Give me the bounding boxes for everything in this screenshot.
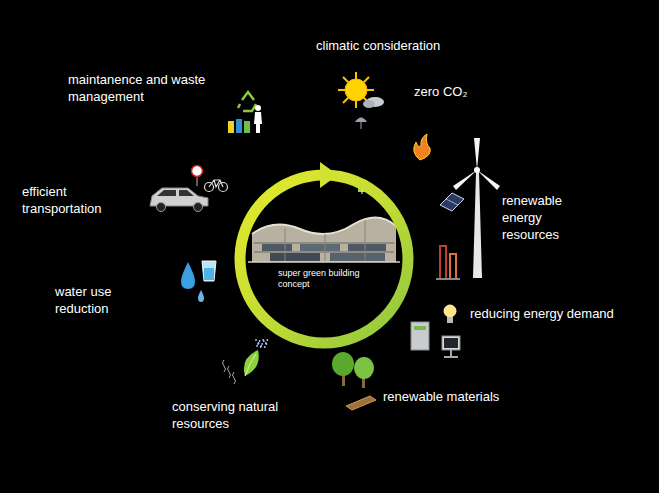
- water-icon: [181, 261, 216, 302]
- sparkle-dot: [260, 346, 262, 348]
- ring-arrowhead: [320, 162, 338, 188]
- sparkle-dots: [255, 339, 268, 348]
- speed-sign: [192, 166, 203, 187]
- fire-icon: [414, 134, 431, 160]
- heading-label: climatic consideration: [316, 37, 486, 54]
- sparkle-dot: [266, 343, 268, 345]
- building-illustration: [248, 217, 400, 262]
- feature-label: renewable energy resources: [502, 192, 582, 243]
- feature-label: renewable materials: [383, 388, 543, 405]
- solar-panel: [440, 193, 464, 211]
- sparkle-dot: [265, 342, 267, 344]
- sparkle-dot: [267, 339, 269, 341]
- car-icon: [150, 188, 208, 212]
- sparkle-dot: [257, 343, 259, 345]
- wind-turbine: [453, 138, 500, 278]
- bicycle-icon: [205, 180, 228, 192]
- sparkle-dot: [263, 340, 265, 342]
- sparkle-dot: [256, 345, 258, 347]
- feature-label: efficient transportation: [22, 183, 132, 217]
- concept-ring: super green building concept: [234, 169, 414, 349]
- weather-icons: [338, 72, 384, 129]
- sparkle-dot: [259, 340, 261, 342]
- concept-label: super green building concept: [278, 268, 368, 290]
- sparkle-dot: [258, 342, 260, 344]
- sparkle-dot: [261, 343, 263, 345]
- heat-pump-icon: [436, 246, 460, 279]
- sparkle-dot: [255, 339, 257, 341]
- recycling-symbol: [238, 92, 256, 111]
- feature-label: conserving natural resources: [172, 398, 307, 432]
- feature-label: maintanence and waste management: [68, 71, 218, 105]
- leaf-icon: [223, 350, 259, 384]
- sparkle-dot: [262, 339, 264, 341]
- sparkle-dot: [260, 345, 262, 347]
- feature-label: reducing energy demand: [470, 305, 650, 322]
- trees-icon: [332, 352, 376, 410]
- waste-bins: [228, 105, 262, 133]
- lightbulb-icon: [444, 305, 456, 323]
- feature-label: water use reduction: [55, 283, 135, 317]
- feature-label: zero CO₂: [414, 83, 494, 100]
- computer-icon: [411, 322, 460, 357]
- ring-outline: [234, 169, 414, 349]
- sparkle-dot: [264, 346, 266, 348]
- ring: [240, 175, 408, 343]
